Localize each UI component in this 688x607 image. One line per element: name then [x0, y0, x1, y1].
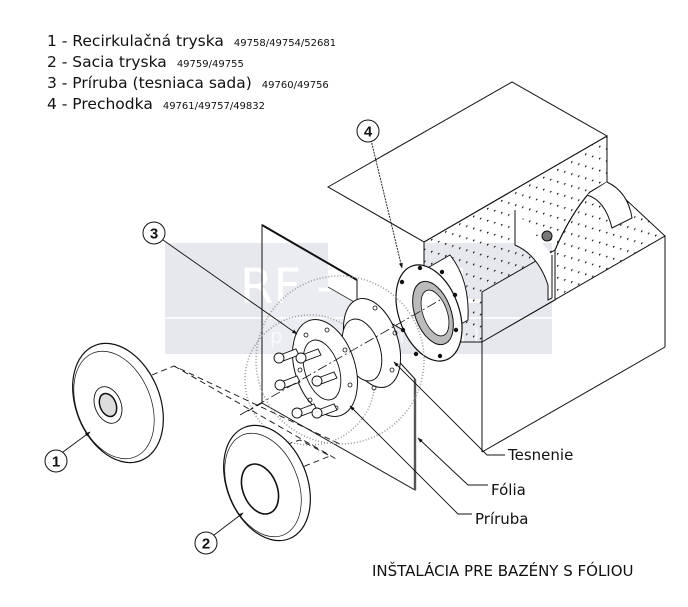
passage-bore — [420, 289, 450, 337]
legend-codes: 49759/49755 — [176, 59, 244, 70]
part-label-leaders — [349, 361, 505, 515]
leader-4 — [370, 139, 403, 269]
suction-nozzle-part — [223, 424, 311, 542]
block-bottom-edge — [481, 346, 666, 453]
legend-item-recirculation-nozzle: 1 - Recirkulačná tryska 49758/49754/5268… — [47, 32, 336, 53]
nozzle-1-eyeball — [98, 392, 118, 418]
block-nozzle-seat — [514, 210, 553, 301]
concrete-wall-block — [326, 81, 666, 453]
legend-codes: 49761/49757/49832 — [162, 101, 266, 112]
label-gasket: Tesnenie — [507, 446, 573, 464]
legend-item-suction-nozzle: 2 - Sacia tryska 49759/49755 — [47, 53, 336, 74]
bolts — [273, 348, 338, 419]
callout-1: 1 — [44, 449, 68, 473]
center-axis — [239, 299, 441, 416]
leader-gasket — [393, 361, 505, 456]
diagram-caption: INŠTALÁCIA PRE BAZÉNY S FÓLIOU — [372, 562, 634, 580]
legend-label: 4 - Prechodka — [47, 95, 153, 113]
legend-item-wall-passage: 4 - Prechodka 49761/49757/49832 — [47, 95, 336, 116]
callout-3-text: 3 — [150, 226, 158, 243]
block-screw — [541, 230, 553, 242]
nozzle-2-rim — [224, 432, 302, 538]
callout-leaders — [62, 139, 403, 536]
liner-top-edge — [261, 224, 358, 281]
callout-2-text: 2 — [202, 536, 210, 553]
leader-flange — [349, 405, 472, 515]
label-flange: Príruba — [475, 510, 529, 528]
wall-passage-part — [395, 264, 463, 362]
callout-2: 2 — [194, 531, 218, 555]
legend-label: 3 - Príruba (tesniaca sada) — [47, 74, 252, 92]
recirculation-nozzle-part — [72, 342, 164, 464]
callout-4: 4 — [356, 119, 380, 143]
legend-label: 2 - Sacia tryska — [47, 53, 167, 71]
legend-codes: 49758/49754/52681 — [233, 38, 337, 49]
callout-3: 3 — [142, 221, 166, 245]
nozzle-2-opening — [240, 463, 280, 515]
legend-item-flange-kit: 3 - Príruba (tesniaca sada) 49760/49756 — [47, 74, 336, 95]
legend-label: 1 - Recirkulačná tryska — [47, 32, 224, 50]
passage-bolt-holes — [399, 265, 459, 359]
leader-liner — [417, 437, 488, 486]
callout-4-text: 4 — [364, 124, 373, 141]
legend-codes: 49760/49756 — [261, 80, 329, 91]
flange-part — [273, 319, 358, 419]
legend: 1 - Recirkulačná tryska 49758/49754/5268… — [47, 32, 336, 116]
nozzle-1-rim — [73, 350, 155, 460]
leader-1 — [62, 431, 91, 453]
block-pipe-cutout — [586, 181, 633, 229]
leader-3 — [162, 239, 298, 335]
leader-2 — [213, 512, 244, 536]
label-liner: Fólia — [491, 481, 526, 499]
callout-1-text: 1 — [52, 454, 60, 471]
